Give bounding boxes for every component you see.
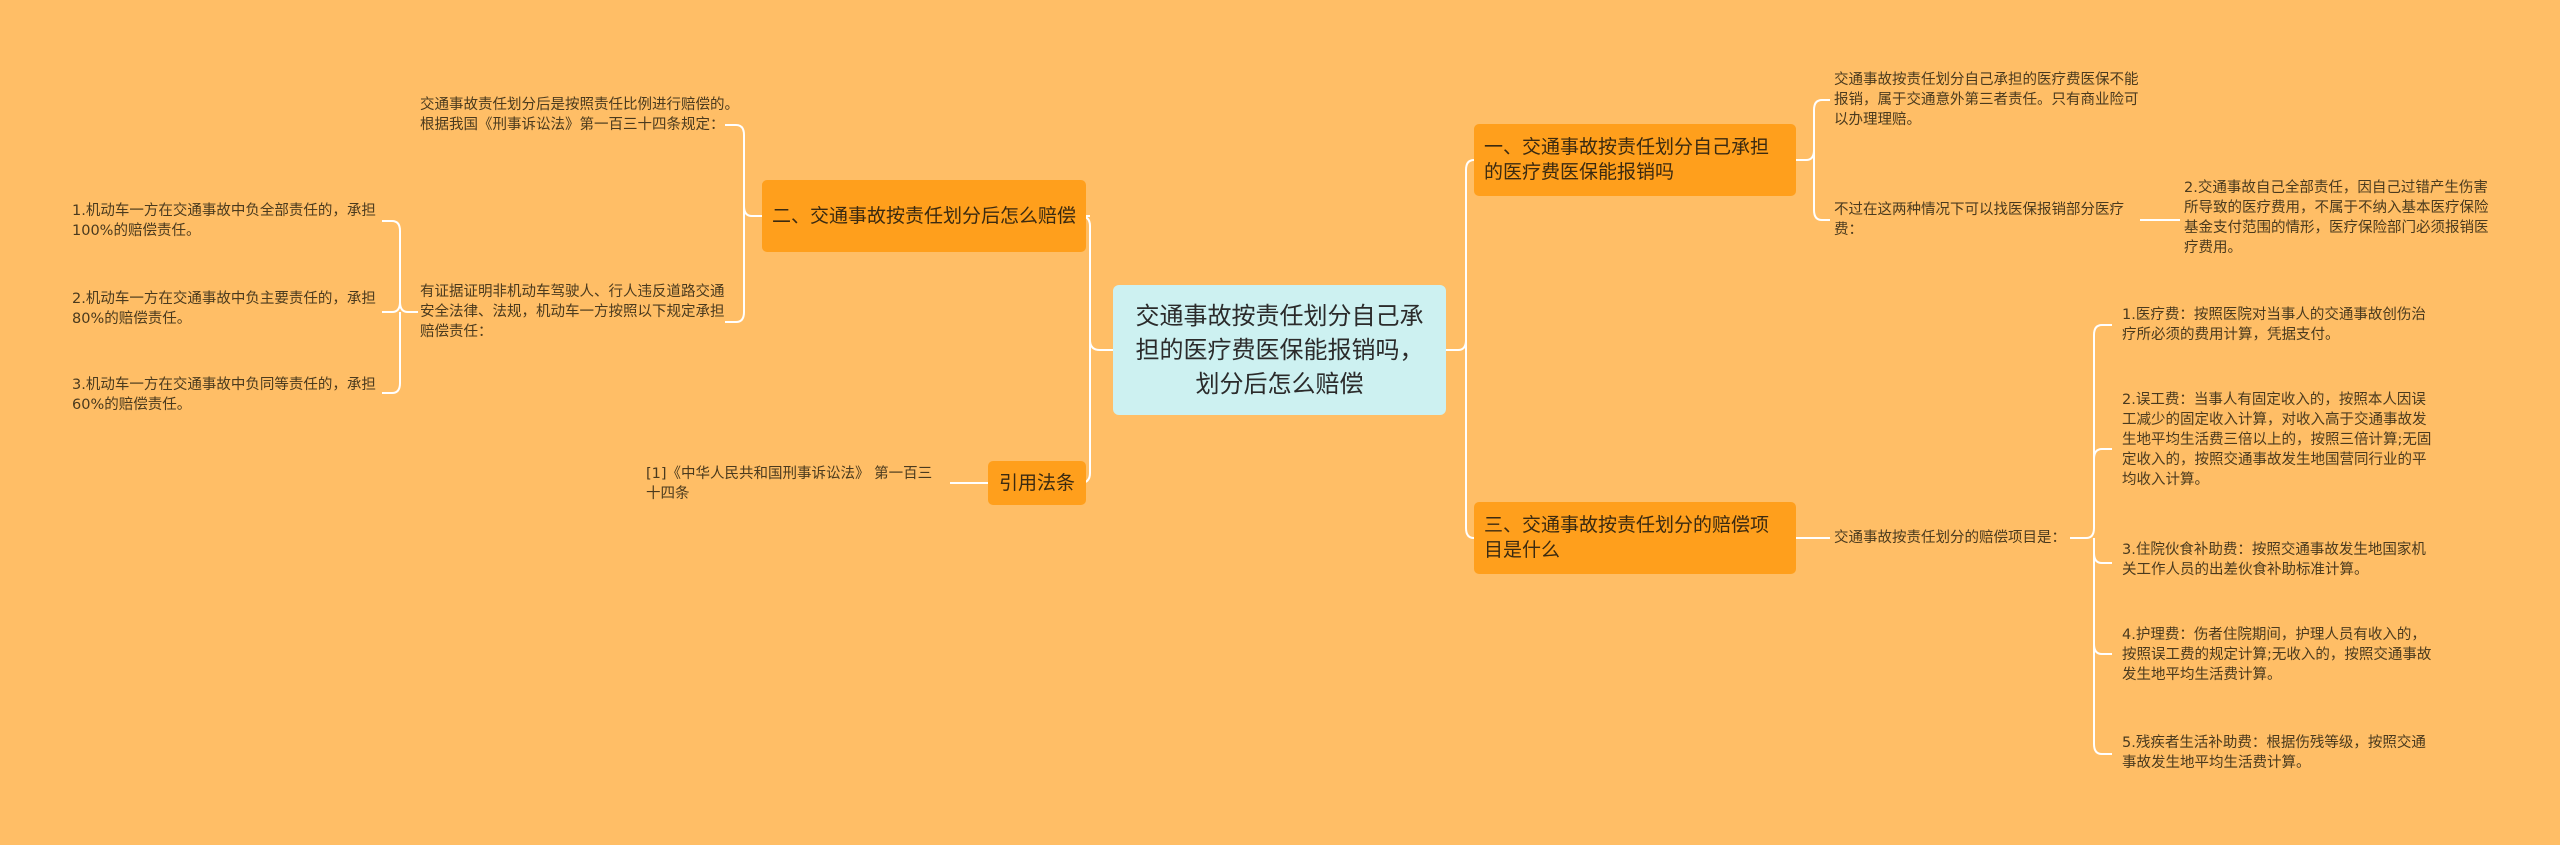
rule-2: 2.机动车一方在交通事故中负主要责任的，承担80%的赔偿责任。 — [72, 291, 376, 327]
topic-citation-label: 引用法条 — [998, 471, 1075, 494]
topic-items-label: 三、交通事故按责任划分的赔偿项目是什么 — [1484, 514, 1770, 561]
topic-citation[interactable]: 引用法条 — [988, 461, 1086, 505]
medical-case-2: 2.交通事故自己全部责任，因自己过错产生伤害所导致的医疗费用，不属于不纳入基本医… — [2184, 180, 2489, 256]
medical-text-2: 不过在这两种情况下可以找医保报销部分医疗费： — [1834, 202, 2124, 238]
citation-item: [1]《中华人民共和国刑事诉讼法》 第一百三十四条 — [646, 466, 933, 502]
root-topic[interactable]: 交通事故按责任划分自己承担的医疗费医保能报销吗，划分后怎么赔偿 — [1113, 285, 1446, 415]
topic-medical-label: 一、交通事故按责任划分自己承担的医疗费医保能报销吗 — [1484, 136, 1770, 183]
topic-compensation-label: 二、交通事故按责任划分后怎么赔偿 — [772, 204, 1077, 227]
rule-3: 3.机动车一方在交通事故中负同等责任的，承担60%的赔偿责任。 — [72, 377, 376, 413]
topic-medical[interactable]: 一、交通事故按责任划分自己承担的医疗费医保能报销吗 — [1474, 124, 1796, 196]
item-lost-wages: 2.误工费：当事人有固定收入的，按照本人因误工减少的固定收入计算，对收入高于交通… — [2122, 392, 2432, 488]
root-title: 交通事故按责任划分自己承担的医疗费医保能报销吗，划分后怎么赔偿 — [1135, 302, 1424, 398]
items-intro: 交通事故按责任划分的赔偿项目是： — [1834, 530, 2066, 546]
text-evidence: 有证据证明非机动车驾驶人、行人违反道路交通安全法律、法规，机动车一方按照以下规定… — [420, 284, 725, 340]
item-meal-allowance: 3.住院伙食补助费：按照交通事故发生地国家机关工作人员的出差伙食补助标准计算。 — [2122, 542, 2426, 578]
item-disability-allowance: 5.残疾者生活补助费：根据伤残等级，按照交通事故发生地平均生活费计算。 — [2122, 735, 2426, 771]
item-nursing-fee: 4.护理费：伤者住院期间，护理人员有收入的，按照误工费的规定计算;无收入的，按照… — [2122, 627, 2432, 683]
topic-items[interactable]: 三、交通事故按责任划分的赔偿项目是什么 — [1474, 502, 1796, 574]
text-intro: 交通事故责任划分后是按照责任比例进行赔偿的。根据我国《刑事诉讼法》第一百三十四条… — [420, 97, 739, 133]
topic-compensation[interactable]: 二、交通事故按责任划分后怎么赔偿 — [762, 180, 1086, 252]
item-medical-fee: 1.医疗费：按照医院对当事人的交通事故创伤治疗所必须的费用计算，凭据支付。 — [2122, 307, 2426, 343]
rule-1: 1.机动车一方在交通事故中负全部责任的，承担100%的赔偿责任。 — [72, 203, 376, 239]
medical-text-1: 交通事故按责任划分自己承担的医疗费医保不能报销，属于交通意外第三者责任。只有商业… — [1834, 72, 2139, 128]
